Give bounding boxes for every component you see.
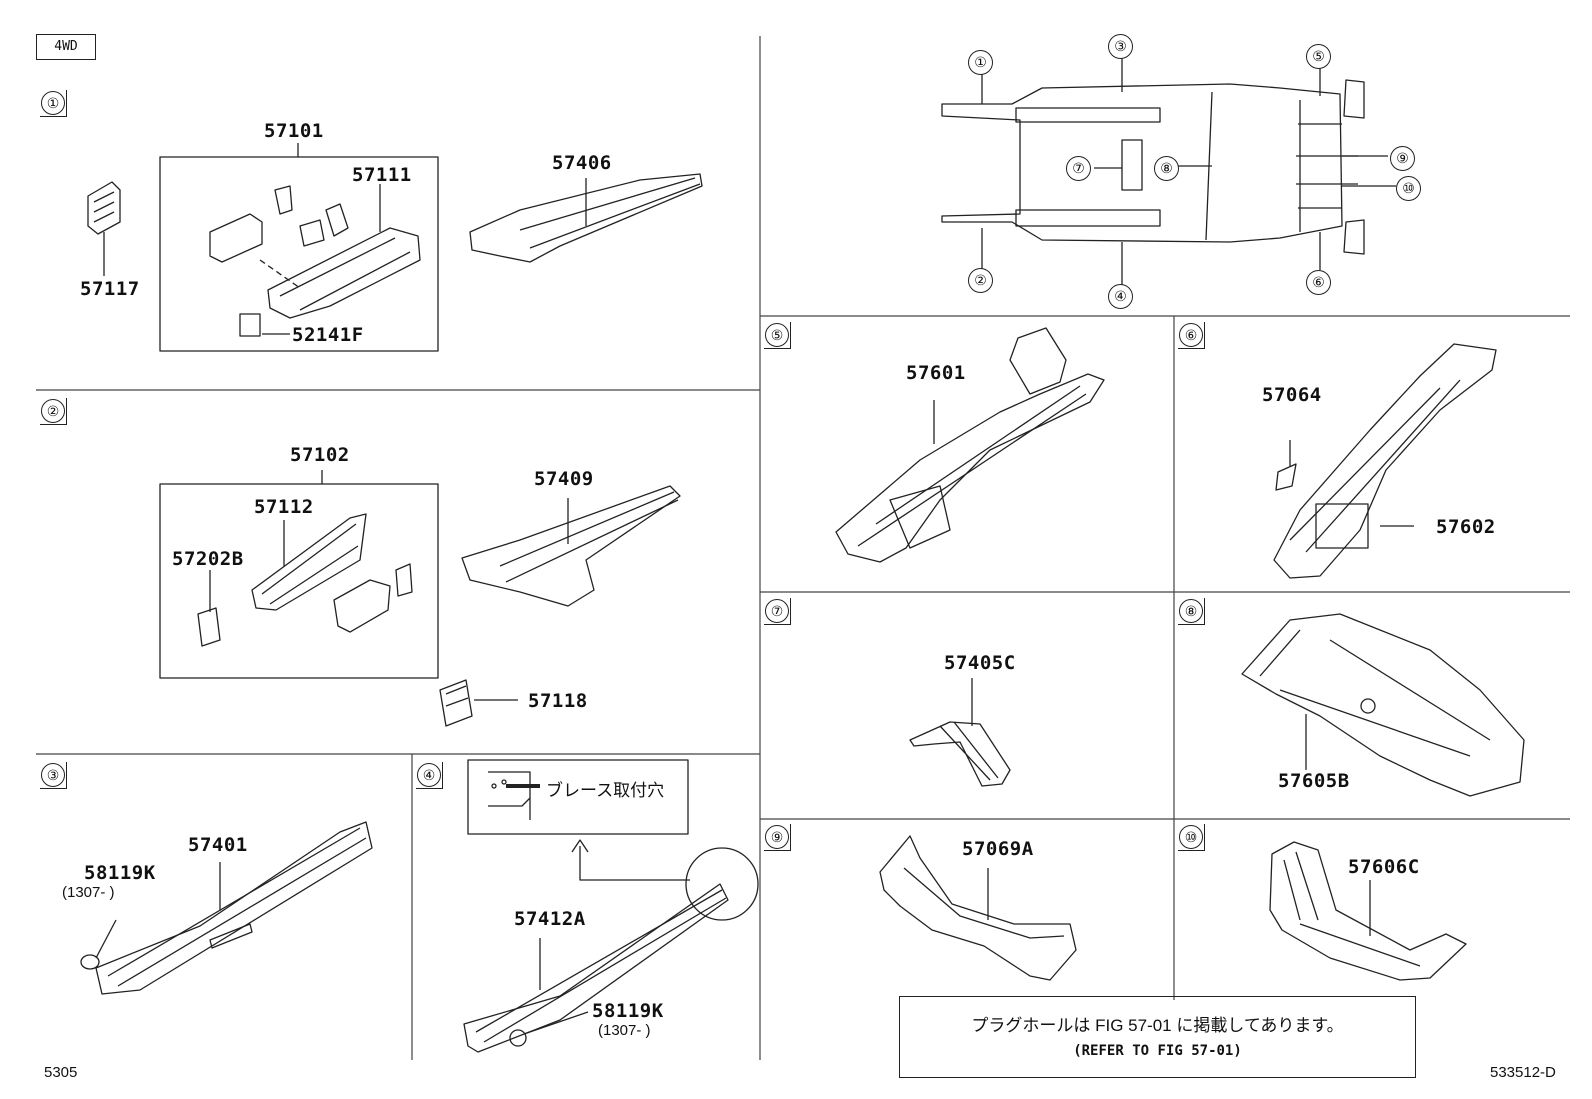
- date-range-a: (1307- ): [62, 884, 115, 901]
- part-label-57064: 57064: [1262, 384, 1322, 406]
- footer-page-code: 5305: [44, 1064, 78, 1081]
- overview-key-9: ⑨: [1390, 146, 1415, 171]
- section-marker-1: ①: [40, 90, 67, 117]
- note-line-2: (REFER TO FIG 57-01): [1073, 1043, 1242, 1059]
- part-label-57606C: 57606C: [1348, 856, 1420, 878]
- reference-note: プラグホールは FIG 57-01 に掲載してあります。 (REFER TO F…: [899, 996, 1416, 1078]
- part-57409-drawing: [461, 485, 681, 607]
- part-57605B-drawing: [1241, 613, 1525, 797]
- part-57112-drawing: [251, 513, 413, 633]
- brace-hole-label: ブレース取付穴: [546, 781, 665, 800]
- part-57412A-drawing: [463, 847, 759, 1053]
- part-label-57409: 57409: [534, 468, 594, 490]
- part-57406-drawing: [469, 173, 703, 263]
- overview-key-4: ④: [1108, 284, 1133, 309]
- underbody-overview: [941, 58, 1396, 288]
- section-marker-5: ⑤: [764, 322, 791, 349]
- section-marker-9: ⑨: [764, 824, 791, 851]
- panel-dividers: [36, 36, 1570, 1060]
- part-57606C-drawing: [1269, 841, 1467, 981]
- part-label-57601: 57601: [906, 362, 966, 384]
- part-57602-drawing: [1273, 343, 1497, 579]
- part-57405C-drawing: [909, 678, 1011, 787]
- section-marker-6: ⑥: [1178, 322, 1205, 349]
- section-marker-2: ②: [40, 398, 67, 425]
- part-57401-drawing: [80, 821, 373, 995]
- part-57202B-drawing: [197, 570, 221, 647]
- section-marker-3: ③: [40, 762, 67, 789]
- overview-key-1: ①: [968, 50, 993, 75]
- part-label-57118: 57118: [528, 690, 588, 712]
- overview-key-3: ③: [1108, 34, 1133, 59]
- footer-figure-id: 533512-D: [1490, 1064, 1556, 1081]
- section-marker-8: ⑧: [1178, 598, 1205, 625]
- overview-key-10: ⑩: [1396, 176, 1421, 201]
- part-label-57202B: 57202B: [172, 548, 244, 570]
- part-label-57405C: 57405C: [944, 652, 1016, 674]
- part-label-57112: 57112: [254, 496, 314, 518]
- part-57117-drawing: [87, 181, 121, 276]
- part-label-57101: 57101: [264, 120, 324, 142]
- section-marker-10: ⑩: [1178, 824, 1205, 851]
- part-label-57117: 57117: [80, 278, 140, 300]
- section-marker-7: ⑦: [764, 598, 791, 625]
- tag-4wd: 4WD: [36, 34, 96, 60]
- overview-key-6: ⑥: [1306, 270, 1331, 295]
- part-57118-drawing: [439, 679, 518, 727]
- part-label-57111: 57111: [352, 164, 412, 186]
- part-label-58119K-a: 58119K: [84, 862, 156, 884]
- overview-key-8: ⑧: [1154, 156, 1179, 181]
- tag-text: 4WD: [54, 39, 78, 54]
- part-label-57069A: 57069A: [962, 838, 1034, 860]
- part-label-57602: 57602: [1436, 516, 1496, 538]
- part-57069A-drawing: [879, 835, 1077, 981]
- part-label-57412A: 57412A: [514, 908, 586, 930]
- part-57111-drawing: [209, 184, 421, 337]
- section-marker-4: ④: [416, 762, 443, 789]
- part-label-57406: 57406: [552, 152, 612, 174]
- note-line-1: プラグホールは FIG 57-01 に掲載してあります。: [971, 1016, 1344, 1035]
- part-label-57102: 57102: [290, 444, 350, 466]
- part-label-58119K-b: 58119K: [592, 1000, 664, 1022]
- brace-detail: [488, 771, 690, 881]
- part-57601-drawing: [835, 327, 1105, 563]
- part-label-57401: 57401: [188, 834, 248, 856]
- date-range-b: (1307- ): [598, 1022, 651, 1039]
- overview-key-2: ②: [968, 268, 993, 293]
- overview-key-5: ⑤: [1306, 44, 1331, 69]
- part-label-57605B: 57605B: [1278, 770, 1350, 792]
- overview-key-7: ⑦: [1066, 156, 1091, 181]
- part-label-52141F: 52141F: [292, 324, 364, 346]
